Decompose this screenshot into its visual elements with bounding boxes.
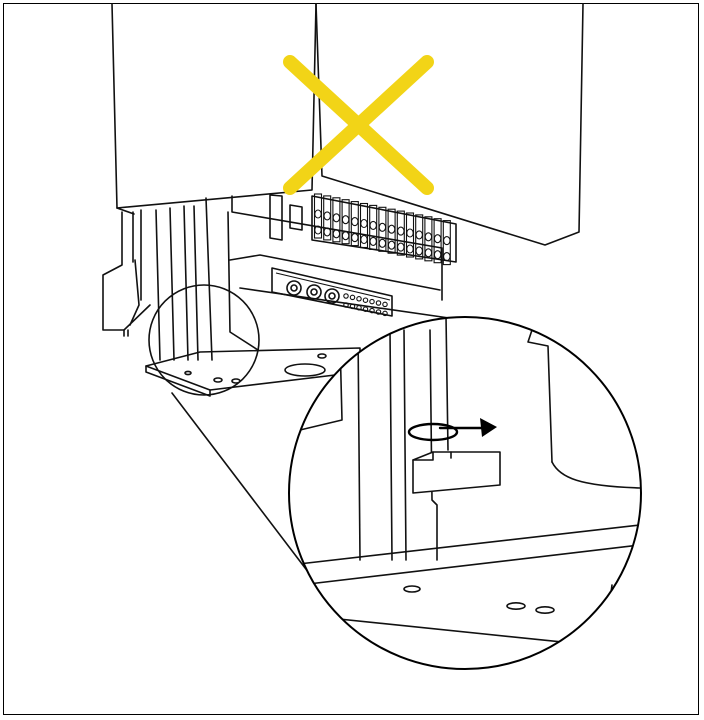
magnifier-circle bbox=[288, 316, 642, 670]
figure-frame bbox=[3, 3, 699, 715]
source-circle bbox=[148, 284, 260, 396]
warning-cross-icon bbox=[283, 55, 434, 195]
device-housing bbox=[111, 3, 584, 246]
magnified-detail bbox=[288, 316, 642, 670]
inner-chassis bbox=[205, 194, 443, 361]
terminal-block-lower bbox=[271, 267, 393, 317]
mounting-bracket bbox=[102, 205, 199, 361]
rotation-arrow-icon bbox=[407, 418, 497, 442]
terminal-block-upper bbox=[311, 193, 457, 266]
